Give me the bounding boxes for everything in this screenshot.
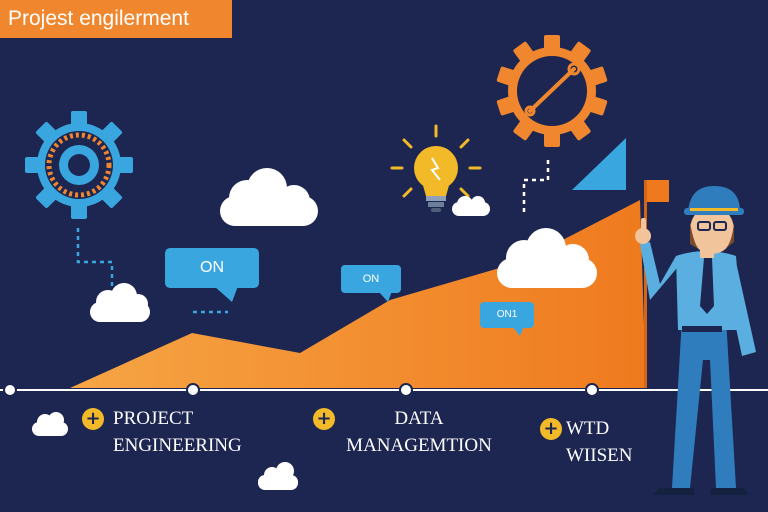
dotted-connector <box>76 228 114 290</box>
speech-bubble <box>480 302 534 336</box>
dotted-connector <box>522 160 550 212</box>
timeline-node <box>585 383 599 397</box>
cloud-icon <box>90 283 150 322</box>
step-label-project: PROJECT ENGINEERING <box>113 408 242 456</box>
engineer-character <box>635 186 756 495</box>
plus-circle-icon: + <box>540 418 562 440</box>
gear-icon <box>25 111 133 219</box>
plus-circle-icon: + <box>313 408 335 430</box>
speech-bubble-label: ON <box>200 259 224 276</box>
speech-bubble-label: ON1 <box>496 309 518 320</box>
triangle-icon <box>572 138 626 190</box>
cloud-icon <box>32 412 68 436</box>
cloud-icon <box>258 462 298 490</box>
speech-bubble-label: ON <box>362 273 380 285</box>
step-label-data: DATA MANAGEMTION <box>346 408 492 456</box>
step-label-wtd: WTD WIISEN <box>566 418 633 466</box>
flag-icon <box>644 180 669 388</box>
lightbulb-icon <box>390 124 482 212</box>
cloud-icon <box>497 228 597 288</box>
growth-area <box>70 200 646 388</box>
cloud-icon <box>452 196 490 216</box>
page-title: Projest engilerment <box>8 7 189 30</box>
title-banner: Projest engilerment <box>0 0 232 38</box>
speech-bubble <box>165 248 259 302</box>
plus-circle-icon: + <box>82 408 104 430</box>
cloud-icon <box>220 168 318 226</box>
timeline-node <box>186 383 200 397</box>
speech-bubble <box>341 265 401 302</box>
timeline <box>0 383 768 397</box>
timeline-node <box>3 383 17 397</box>
gear-icon <box>496 35 608 147</box>
timeline-node <box>399 383 413 397</box>
